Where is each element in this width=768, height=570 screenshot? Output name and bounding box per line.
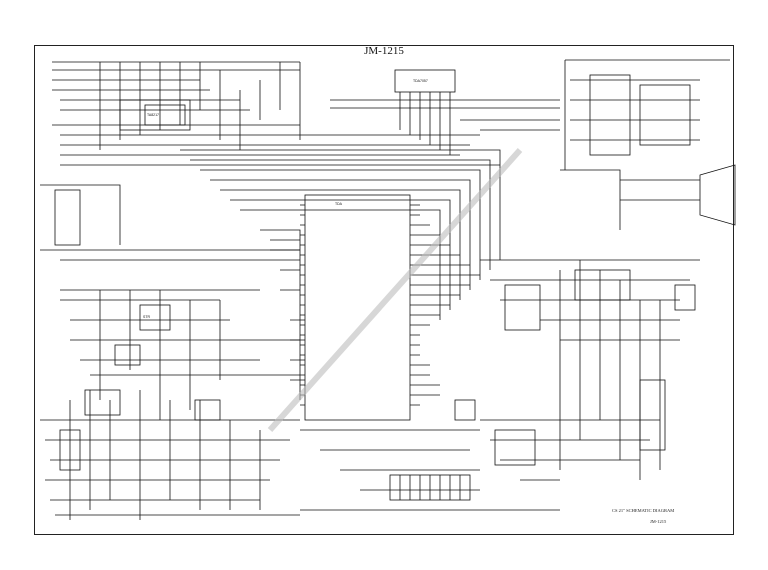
ic-labels: TDA TDA7057 TA8217 STR: [143, 79, 428, 319]
caption-line-2: JM-1215: [650, 519, 667, 524]
watermark: [267, 148, 523, 432]
diagram-title: JM-1215: [364, 45, 404, 57]
top-ic-label: TDA7057: [413, 79, 428, 83]
diagram-frame: [34, 45, 734, 535]
main-ic-label: TDA: [335, 202, 343, 206]
power-ic-label: STR: [143, 315, 150, 319]
wire-traces: [40, 59, 736, 520]
audio-ic-label: TA8217: [147, 113, 159, 117]
caption-line-1: CS 21" SCHEMATIC DIAGRAM: [612, 508, 675, 513]
